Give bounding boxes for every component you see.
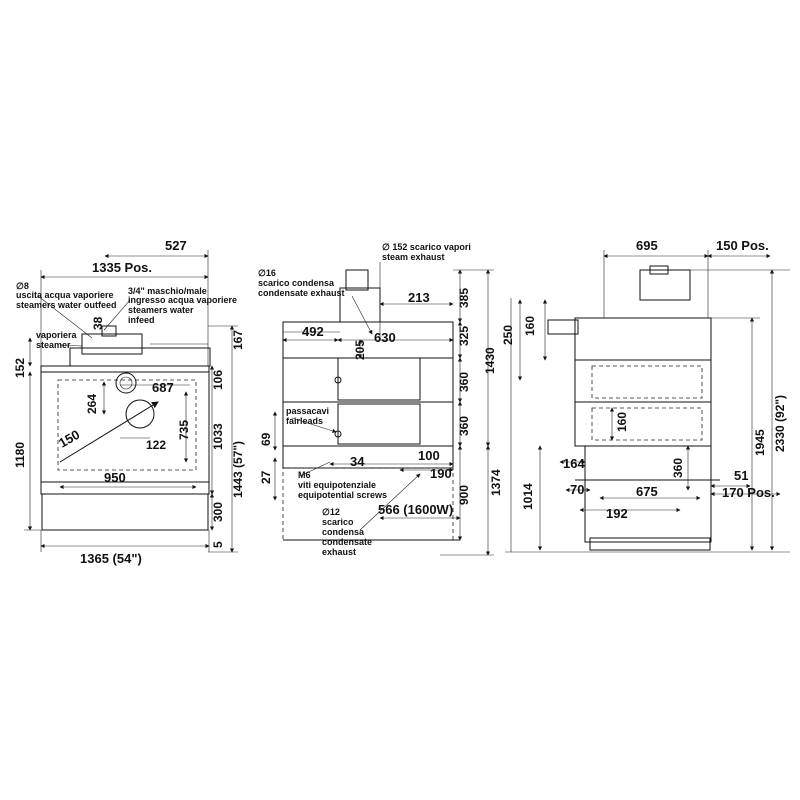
dim-1365: 1365 (54") bbox=[80, 551, 142, 566]
front-base bbox=[41, 493, 209, 531]
rear-bottom-tray bbox=[589, 537, 711, 551]
note-dia12: ∅12 bbox=[322, 507, 340, 517]
dim-27: 27 bbox=[259, 470, 273, 484]
dim-160-lower: 160 bbox=[615, 412, 629, 432]
dim-325: 325 bbox=[457, 326, 471, 346]
dim-192: 192 bbox=[606, 506, 628, 521]
note-fairleads-en: fairleads bbox=[286, 416, 323, 426]
note-steam-exhaust-dia: ∅ 152 scarico vapori bbox=[382, 242, 471, 252]
dim-1180: 1180 bbox=[13, 442, 27, 468]
note-m6: M6 bbox=[298, 470, 311, 480]
dim-264: 264 bbox=[85, 394, 99, 414]
dim-1033: 1033 bbox=[211, 423, 225, 450]
dim-1014: 1014 bbox=[521, 483, 535, 510]
dim-360: 360 bbox=[671, 458, 685, 478]
dim-527: 527 bbox=[165, 238, 187, 253]
dim-695: 695 bbox=[636, 238, 658, 253]
note-steam-exhaust-en: steam exhaust bbox=[382, 252, 445, 262]
note-equipotential-it: viti equipotenziale bbox=[298, 480, 376, 490]
dim-630: 630 bbox=[374, 330, 396, 345]
dim-205: 205 bbox=[353, 340, 367, 360]
side-upper-chamber bbox=[337, 357, 421, 401]
note-water-outfeed-it: uscita acqua vaporiere bbox=[16, 290, 114, 300]
dim-675: 675 bbox=[636, 484, 658, 499]
dim-170-pos: 170 Pos. bbox=[722, 485, 775, 500]
dim-152: 152 bbox=[13, 358, 27, 378]
dim-566-1600w: 566 (1600W) bbox=[378, 502, 453, 517]
note-water-infeed-en1: steamers water bbox=[128, 305, 194, 315]
note-water-infeed-it: ingresso acqua vaporiere bbox=[128, 295, 237, 305]
note-condensate2-it2: condensa bbox=[322, 527, 365, 537]
dim-69: 69 bbox=[259, 432, 273, 446]
dim-250: 250 bbox=[501, 325, 515, 345]
side-top-hood bbox=[339, 287, 381, 323]
dim-735: 735 bbox=[177, 420, 191, 440]
dim-190: 190 bbox=[430, 466, 452, 481]
dim-900: 900 bbox=[457, 485, 471, 505]
side-lower-chamber bbox=[337, 403, 421, 445]
dim-150-diameter: 150 bbox=[56, 427, 82, 451]
dim-300: 300 bbox=[211, 502, 225, 522]
dim-213: 213 bbox=[408, 290, 430, 305]
front-window-circle bbox=[125, 399, 155, 429]
rear-oven-body bbox=[574, 317, 712, 447]
front-view: 527 1335 Pos. 38 167 106 1033 1443 (57")… bbox=[13, 238, 245, 566]
side-view: 213 492 630 205 385 325 360 360 1430 69 … bbox=[258, 242, 503, 557]
dim-160-upper: 160 bbox=[523, 316, 537, 336]
dim-70: 70 bbox=[570, 482, 584, 497]
note-fairleads-it: passacavi bbox=[286, 406, 329, 416]
rear-view: 695 150 Pos. 250 160 160 164 360 51 70 6… bbox=[501, 238, 790, 553]
dim-5: 5 bbox=[211, 541, 225, 548]
note-water-outfeed-en: steamers water outfeed bbox=[16, 300, 117, 310]
dim-167: 167 bbox=[231, 330, 245, 350]
rear-top-fan bbox=[639, 269, 691, 301]
dim-1945: 1945 bbox=[753, 429, 767, 456]
note-dia8: ∅8 bbox=[16, 281, 29, 291]
dim-34: 34 bbox=[350, 454, 365, 469]
dim-51: 51 bbox=[734, 468, 748, 483]
note-condensate2-it1: scarico bbox=[322, 517, 354, 527]
dim-106: 106 bbox=[211, 370, 225, 390]
rear-lower-chamber bbox=[591, 407, 703, 441]
rear-door-arm bbox=[547, 319, 579, 335]
side-base bbox=[282, 467, 454, 541]
note-condensate-en: condensate exhaust bbox=[258, 288, 345, 298]
dim-950: 950 bbox=[104, 470, 126, 485]
note-equipotential-en: equipotential screws bbox=[298, 490, 387, 500]
note-steamer-en: steamer bbox=[36, 340, 71, 350]
front-top-hood bbox=[69, 347, 211, 367]
dim-360-upper: 360 bbox=[457, 372, 471, 392]
dim-122: 122 bbox=[146, 438, 166, 452]
note-steamer-it: vaporiera bbox=[36, 330, 78, 340]
note-condensate2-en1: condensate bbox=[322, 537, 372, 547]
note-condensate2-en2: exhaust bbox=[322, 547, 356, 557]
dim-687: 687 bbox=[152, 380, 174, 395]
dim-385: 385 bbox=[457, 288, 471, 308]
dim-2330: 2330 (92") bbox=[773, 395, 787, 452]
dim-1335-pos: 1335 Pos. bbox=[92, 260, 152, 275]
dim-1430: 1430 bbox=[483, 347, 497, 374]
dim-150-pos: 150 Pos. bbox=[716, 238, 769, 253]
dim-492: 492 bbox=[302, 324, 324, 339]
dim-38: 38 bbox=[91, 316, 105, 330]
dim-360-lower: 360 bbox=[457, 416, 471, 436]
note-water-infeed-en2: infeed bbox=[128, 315, 155, 325]
front-steamer-box bbox=[81, 333, 143, 355]
dim-1374: 1374 bbox=[489, 469, 503, 496]
front-exhaust-circle bbox=[115, 372, 137, 394]
dim-1443: 1443 (57") bbox=[231, 441, 245, 498]
front-inner-panel bbox=[57, 379, 197, 471]
rear-upper-chamber bbox=[591, 365, 703, 399]
note-condensate-it: scarico condensa bbox=[258, 278, 335, 288]
note-male-thread: 3/4" maschio/male bbox=[128, 286, 207, 296]
dim-164: 164 bbox=[563, 456, 585, 471]
dim-100: 100 bbox=[418, 448, 440, 463]
side-chimney bbox=[345, 269, 369, 291]
note-dia16: ∅16 bbox=[258, 268, 276, 278]
